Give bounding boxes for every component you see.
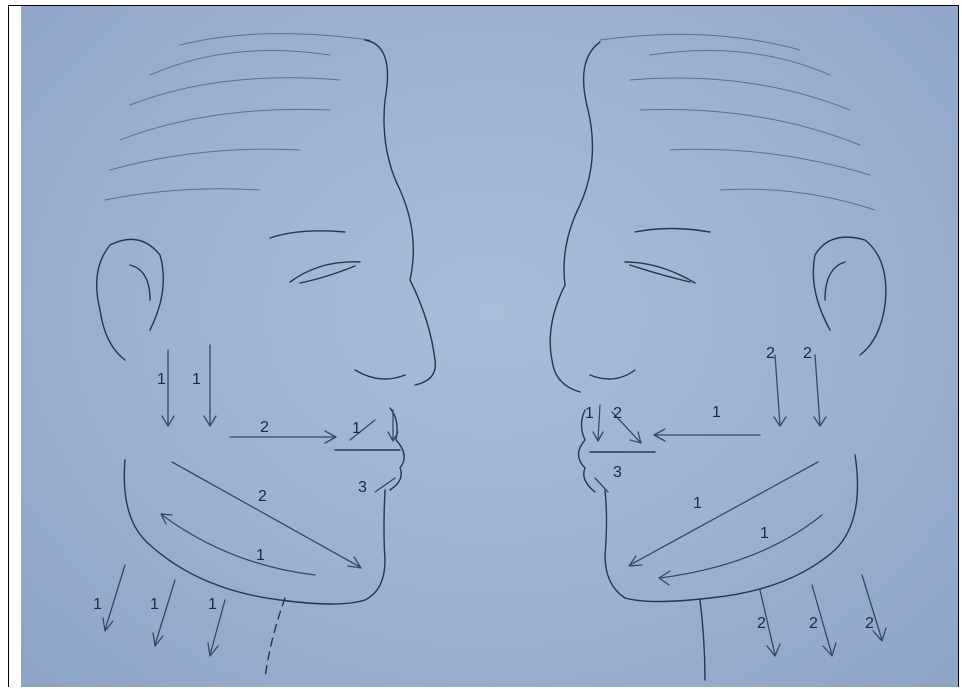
left-ear <box>97 239 164 360</box>
label-right-1b: 1 <box>585 405 594 422</box>
label-right-2b: 2 <box>803 345 812 362</box>
right-ear <box>813 237 886 355</box>
label-right-2f: 2 <box>865 615 874 632</box>
label-right-2d: 2 <box>757 615 766 632</box>
left-profile-line <box>365 40 435 385</box>
right-labels: 2 2 1 1 2 3 1 1 2 2 2 <box>585 345 874 632</box>
label-right-1d: 1 <box>760 525 769 542</box>
label-right-3: 3 <box>613 464 622 481</box>
label-left-1c: 1 <box>352 420 361 437</box>
label-right-2e: 2 <box>809 615 818 632</box>
right-face <box>550 34 886 680</box>
label-left-1d: 1 <box>256 547 265 564</box>
label-right-2c: 2 <box>613 405 622 422</box>
label-left-3: 3 <box>358 479 367 496</box>
label-left-2b: 2 <box>258 488 267 505</box>
left-labels: 1 1 2 1 2 3 1 1 1 1 <box>93 371 367 613</box>
label-left-1g: 1 <box>208 596 217 613</box>
right-profile-line <box>550 42 600 392</box>
left-face <box>97 34 436 678</box>
label-left-1b: 1 <box>192 371 201 388</box>
label-left-1e: 1 <box>93 596 102 613</box>
label-right-1a: 1 <box>712 404 721 421</box>
label-left-1a: 1 <box>157 371 166 388</box>
label-left-1f: 1 <box>150 596 159 613</box>
label-right-2a: 2 <box>766 345 775 362</box>
label-left-2a: 2 <box>260 419 269 436</box>
label-right-1c: 1 <box>693 495 702 512</box>
